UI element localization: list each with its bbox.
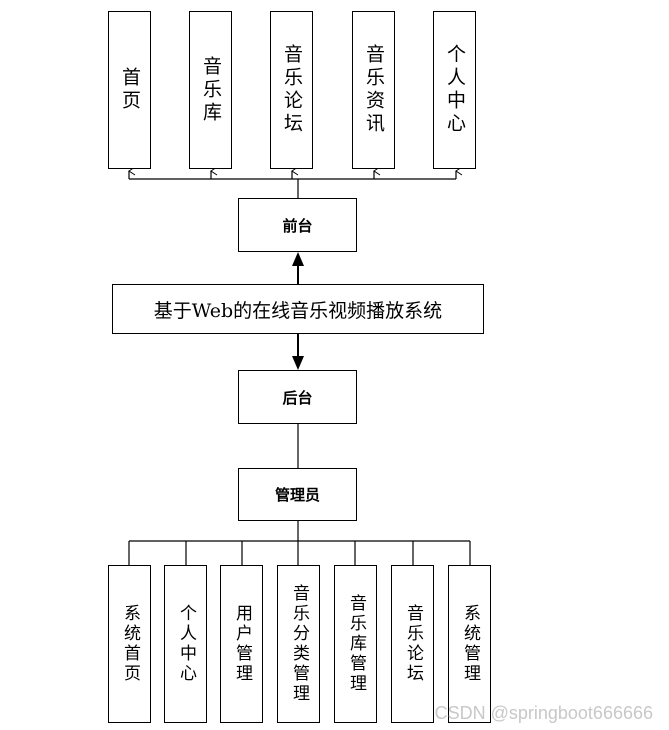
admin-module-label: 用户管理 — [232, 604, 252, 684]
front-module-label: 音乐资讯 — [363, 44, 385, 136]
front-module-home: 首页 — [108, 11, 151, 169]
front-module-music-library: 音乐库 — [189, 11, 232, 169]
admin-module-user-management: 用户管理 — [220, 565, 263, 723]
front-module-label: 音乐库 — [200, 55, 222, 125]
front-module-personal-center: 个人中心 — [433, 11, 476, 169]
admin-module-system-management: 系统管理 — [448, 565, 491, 723]
admin-module-personal-center: 个人中心 — [164, 565, 207, 723]
watermark-text: CSDN @springboot666666 — [434, 703, 653, 723]
front-module-label: 首页 — [119, 67, 141, 113]
admin-module-label: 音乐库管理 — [346, 594, 366, 694]
admin-module-label: 音乐论坛 — [403, 604, 423, 684]
admin-module-music-forum: 音乐论坛 — [391, 565, 434, 723]
front-node: 前台 — [238, 198, 357, 252]
admin-module-music-category-management: 音乐分类管理 — [277, 565, 320, 723]
front-module-music-forum: 音乐论坛 — [270, 11, 313, 169]
admin-node-label: 管理员 — [274, 486, 320, 504]
front-module-music-news: 音乐资讯 — [352, 11, 395, 169]
admin-module-label: 个人中心 — [176, 604, 196, 684]
system-title: 基于Web的在线音乐视频播放系统 — [153, 299, 443, 322]
front-node-label: 前台 — [282, 216, 313, 235]
admin-module-system-home: 系统首页 — [108, 565, 151, 723]
back-node-label: 后台 — [282, 388, 313, 407]
back-node: 后台 — [238, 370, 357, 424]
front-module-label: 音乐论坛 — [281, 44, 303, 136]
admin-module-label: 系统首页 — [120, 604, 140, 684]
admin-module-label: 音乐分类管理 — [289, 584, 309, 704]
admin-module-music-library-management: 音乐库管理 — [334, 565, 377, 723]
front-module-label: 个人中心 — [444, 44, 466, 136]
admin-module-label: 系统管理 — [460, 604, 480, 684]
admin-node: 管理员 — [238, 468, 357, 521]
system-title-box: 基于Web的在线音乐视频播放系统 — [112, 284, 484, 334]
